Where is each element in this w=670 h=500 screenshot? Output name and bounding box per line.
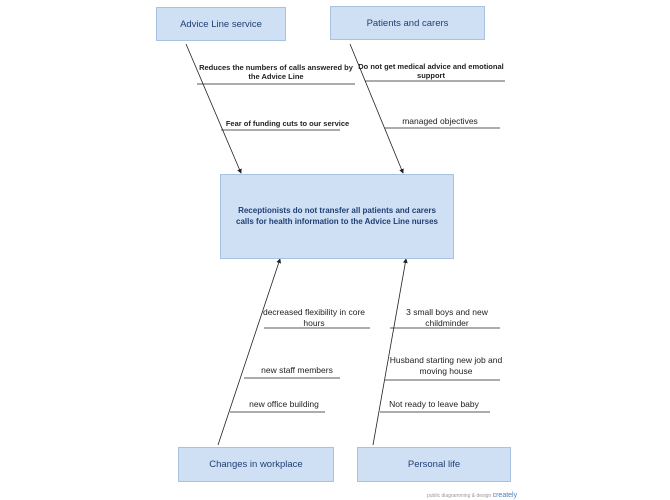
cause-new-office-building: new office building: [249, 399, 319, 409]
cause-husband-new-job: Husband starting new job and moving hous…: [389, 355, 503, 376]
cause-small-boys-childminder: 3 small boys and new childminder: [406, 307, 488, 328]
cause-fear-funding-cuts: Fear of funding cuts to our service: [225, 119, 350, 128]
spine-workplace: [217, 258, 282, 446]
cause-decreased-flexibility: decreased flexibility in core hours: [262, 307, 366, 328]
category-label: Patients and carers: [366, 17, 449, 29]
spine-patients: [349, 43, 404, 174]
spine-advice-line: [185, 43, 242, 174]
category-patients-and-carers[interactable]: Patients and carers: [330, 6, 485, 40]
cause-managed-objectives: managed objectives: [402, 116, 478, 126]
category-advice-line-service[interactable]: Advice Line service: [156, 7, 286, 41]
problem-statement: Receptionists do not transfer all patien…: [236, 205, 438, 226]
cause-no-medical-advice: Do not get medical advice and emotional …: [358, 62, 504, 81]
problem-statement-box[interactable]: Receptionists do not transfer all patien…: [220, 174, 454, 259]
spine-personal: [372, 258, 408, 446]
category-label: Changes in workplace: [209, 459, 303, 470]
creately-footer: public diagramming & design creately: [427, 492, 517, 499]
cause-not-ready-leave-baby: Not ready to leave baby: [389, 399, 479, 409]
category-changes-in-workplace[interactable]: Changes in workplace: [178, 447, 334, 482]
category-label: Advice Line service: [180, 18, 262, 30]
cause-reduces-calls: Reduces the numbers of calls answered by…: [199, 63, 353, 82]
cause-new-staff-members: new staff members: [261, 365, 333, 375]
category-personal-life[interactable]: Personal life: [357, 447, 511, 482]
brand-logo: creately: [492, 492, 518, 499]
footer-text: public diagramming & design: [427, 493, 492, 499]
category-label: Personal life: [407, 459, 461, 470]
